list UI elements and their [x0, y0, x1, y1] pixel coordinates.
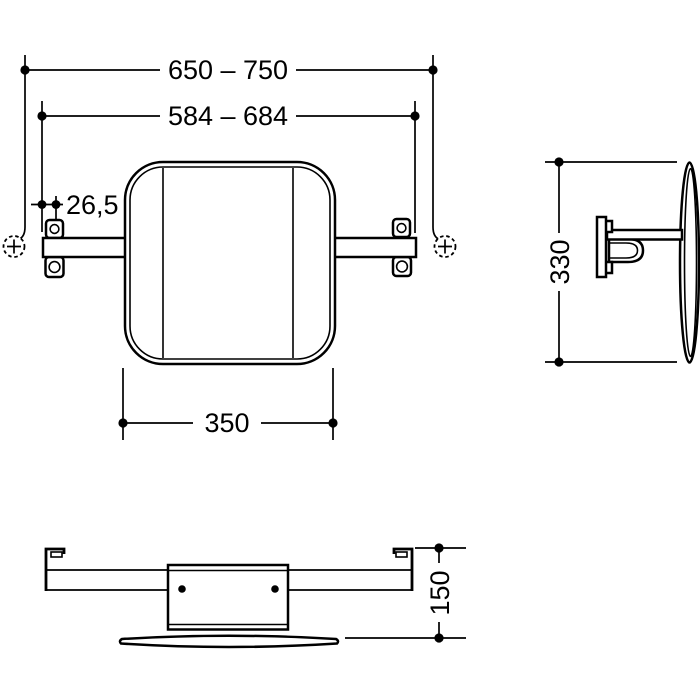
dim-overall-width-label: 650 – 750 — [168, 55, 288, 85]
dim-dot — [37, 200, 47, 209]
rail-hook-profile — [607, 237, 645, 264]
dim-depth-label: 150 — [425, 570, 455, 615]
screw-dot — [271, 585, 279, 593]
dim-overall-width: 650 – 750 — [18, 55, 440, 241]
dim-edge-offset-label: 26,5 — [66, 190, 119, 220]
backrest-pad-front — [123, 160, 337, 366]
screw-hole-icon — [49, 223, 60, 235]
wall-plate — [595, 215, 608, 279]
hook-lip — [395, 551, 408, 558]
screw-hole-icon — [395, 260, 409, 273]
dim-dot — [554, 357, 564, 367]
rail-end-hook-right — [392, 547, 414, 591]
hook-outline — [392, 547, 414, 591]
mounting-arm-side — [605, 228, 684, 241]
hook-lip — [50, 551, 63, 558]
extension-line — [122, 368, 334, 440]
screw-dot — [178, 585, 186, 593]
pad-outline — [123, 160, 337, 366]
side-view: 330 — [545, 157, 700, 367]
backrest-pad-side — [678, 161, 700, 364]
lug-body — [391, 217, 412, 239]
dim-fixing-centers: 584 – 684 — [37, 101, 420, 233]
plus-cross — [7, 239, 21, 254]
dim-dot — [328, 418, 338, 428]
box-inner-lines — [168, 569, 288, 626]
wall-bracket-side — [595, 215, 614, 279]
plus-cross — [438, 239, 452, 254]
dim-dot — [434, 633, 444, 643]
dim-pad-width-label: 350 — [204, 408, 249, 438]
dim-dot — [51, 200, 61, 209]
lug-body — [391, 255, 413, 278]
mounting-point-marker-left — [2, 235, 26, 258]
box-outline — [166, 563, 290, 631]
rail-end-hook-left — [44, 547, 66, 591]
screw-lug-bottom-right — [391, 255, 413, 278]
dim-pad-height: 330 — [545, 157, 677, 367]
front-view: 650 – 750 584 – 684 26,5 350 — [2, 55, 457, 440]
dim-depth: 150 — [345, 543, 466, 643]
dim-pad-width: 350 — [118, 368, 338, 440]
mounting-box-plan — [166, 563, 290, 631]
dim-pad-height-label: 330 — [545, 239, 575, 284]
hook-outline — [44, 547, 66, 591]
dim-fixing-centers-label: 584 – 684 — [168, 101, 288, 131]
backrest-pad-plan — [118, 634, 340, 649]
pad-inner-line — [129, 166, 331, 360]
dim-edge-offset: 26,5 — [31, 190, 119, 221]
mounting-point-marker-right — [433, 235, 457, 258]
plan-view: 150 — [44, 543, 466, 649]
screw-hole-icon — [396, 222, 407, 234]
screw-hole-icon — [48, 260, 61, 274]
screw-lug-top-right — [391, 217, 412, 239]
dim-dot — [37, 111, 47, 121]
pad-side-inner-line — [683, 167, 698, 358]
hook-inner — [609, 242, 639, 259]
extension-line — [545, 161, 677, 363]
screw-lug-top-left — [44, 218, 65, 240]
extension-line — [41, 101, 416, 233]
lug-body — [44, 218, 65, 240]
dim-dot — [554, 157, 564, 167]
dim-dot — [434, 543, 444, 553]
screw-lug-bottom-left — [44, 255, 65, 279]
dim-dot — [118, 418, 128, 428]
lug-body — [44, 255, 65, 279]
dim-dot — [20, 65, 30, 75]
dim-dot — [410, 111, 420, 121]
dim-dot — [428, 65, 438, 75]
